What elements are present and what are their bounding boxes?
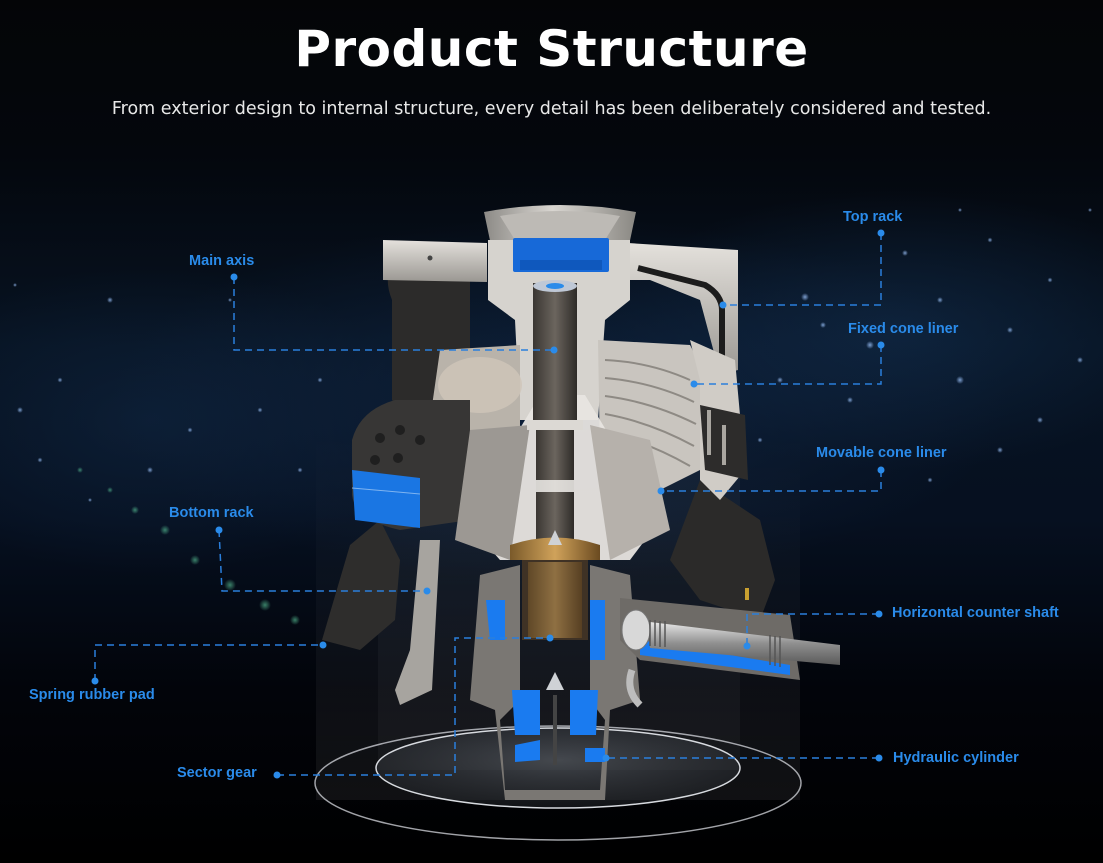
leader-sector-gear — [277, 637, 550, 776]
target-dot — [319, 641, 327, 649]
arrow-up-marker — [546, 672, 564, 690]
target-dot — [550, 346, 558, 354]
leader-movable-cone-liner — [661, 470, 882, 492]
oil-chamber — [486, 600, 505, 640]
mantle-left-face — [455, 425, 530, 560]
leader-bottom-rack — [218, 529, 427, 592]
oil-pipe — [626, 668, 643, 708]
target-dot — [690, 380, 698, 388]
hydraulic-chamber-bottom — [515, 740, 540, 762]
blue-plate-lower — [520, 260, 602, 270]
hydraulic-chamber-left — [512, 690, 540, 735]
band-seam — [351, 487, 421, 495]
shaft-highlight — [536, 480, 574, 492]
target-dot — [602, 754, 610, 762]
anchor-dot — [877, 341, 885, 349]
top-rack-channel — [637, 265, 725, 372]
eccentric-bronze — [528, 562, 582, 638]
adjusting-ring-blue-band — [352, 470, 420, 528]
anchor-dot — [230, 273, 238, 281]
target-dot — [719, 301, 727, 309]
top-rack-arm-right — [628, 243, 738, 375]
anchor-dot — [877, 229, 885, 237]
bolt-rod — [722, 425, 726, 465]
grease-fitting — [745, 588, 749, 600]
target-dot — [423, 587, 431, 595]
anchor-dot — [91, 677, 99, 685]
arrow-up-marker — [548, 530, 562, 545]
label-fixed-cone-liner: Fixed cone liner — [848, 321, 959, 337]
leader-horizontal-counter-shaft — [746, 613, 879, 646]
bearing-rollers — [649, 620, 781, 667]
hydraulic-piston-chamber — [585, 748, 605, 762]
label-sector-gear: Sector gear — [177, 765, 257, 781]
bottom-rack-web — [395, 540, 440, 705]
shaft-top-blue — [546, 283, 564, 289]
anchor-dot — [875, 754, 883, 762]
piston-rod — [553, 695, 557, 765]
eccentric-bushing-top — [510, 537, 600, 560]
leader-top-rack — [723, 233, 882, 306]
mantle-right-face — [590, 425, 670, 560]
ring-bolts — [370, 425, 425, 465]
target-dot — [546, 634, 554, 642]
label-movable-cone-liner: Movable cone liner — [816, 445, 947, 461]
hydraulic-chamber-right — [570, 690, 598, 735]
anchor-dot — [215, 526, 223, 534]
leader-fixed-cone-liner — [694, 345, 882, 385]
anchor-dot — [875, 610, 883, 618]
anchor-dot — [273, 771, 281, 779]
label-spring-rubber-pad: Spring rubber pad — [29, 687, 155, 703]
oil-passage-right — [590, 600, 605, 660]
label-main-axis: Main axis — [189, 253, 255, 269]
target-dot — [657, 487, 665, 495]
shaft-collar — [527, 420, 583, 430]
frame-leg-left — [322, 520, 400, 650]
page-title: Product Structure — [294, 20, 809, 78]
feed-cone-inner — [500, 211, 620, 240]
target-dot — [743, 642, 751, 650]
bolt-hole — [427, 255, 433, 261]
label-top-rack: Top rack — [843, 209, 903, 225]
outer-base-ring — [314, 725, 802, 841]
label-bottom-rack: Bottom rack — [169, 505, 254, 521]
label-horizontal-counter-shaft: Horizontal counter shaft — [892, 605, 1059, 621]
inner-base-plate — [375, 727, 741, 809]
bolt-rod — [707, 410, 711, 455]
label-hydraulic-cylinder: Hydraulic cylinder — [893, 750, 1019, 766]
page-subtitle: From exterior design to internal structu… — [111, 99, 992, 119]
anchor-dot — [877, 466, 885, 474]
frame-right-housing — [670, 480, 775, 620]
leader-main-axis — [233, 277, 554, 351]
bowl-interior — [438, 357, 522, 413]
top-rack-arm-left — [383, 240, 487, 282]
leader-spring-rubber-pad — [94, 644, 323, 681]
